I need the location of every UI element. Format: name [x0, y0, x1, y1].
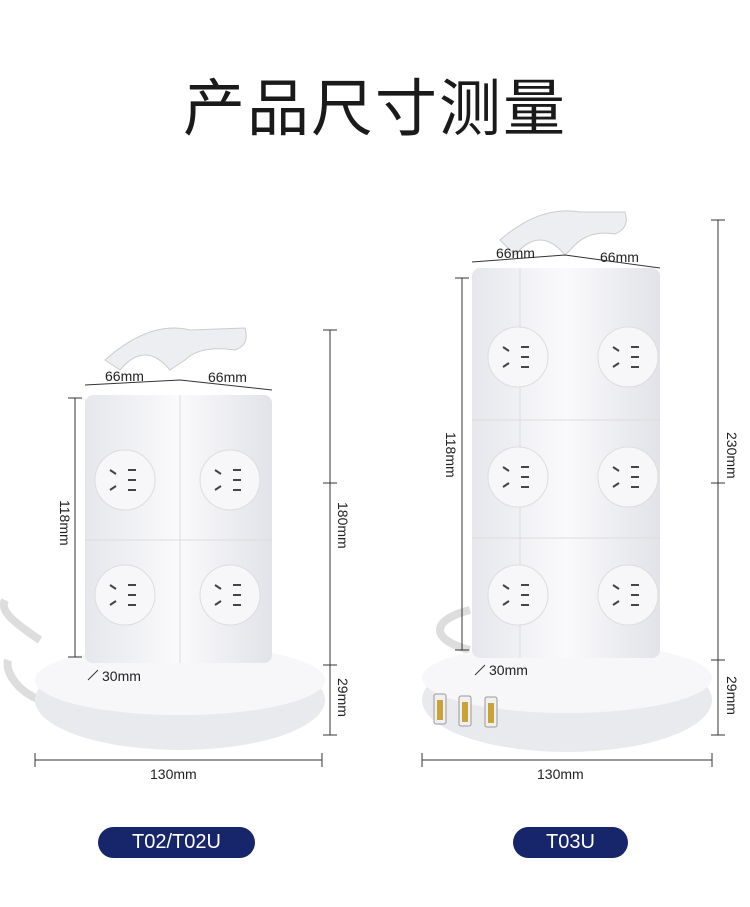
handle: [499, 210, 627, 256]
socket-height-label: 118mm: [443, 432, 459, 478]
base-height-label: 29mm: [335, 678, 351, 717]
dimension-lines: [34, 329, 337, 767]
offset-label: 30mm: [102, 668, 141, 684]
dimension-lines: [421, 219, 725, 767]
power-cord: [0, 598, 43, 704]
base-diameter-label: 130mm: [150, 766, 197, 782]
width-right-label: 66mm: [208, 369, 247, 385]
base-diameter-label: 130mm: [537, 766, 584, 782]
product-t03u: 66mm 66mm 118mm 230mm 29mm 30mm 130mm: [421, 210, 740, 782]
width-left-label: 66mm: [496, 245, 535, 261]
socket-height-label: 118mm: [57, 500, 73, 546]
outlets: [487, 326, 659, 626]
total-height-label: 230mm: [724, 432, 740, 479]
base-height-label: 29mm: [724, 676, 740, 715]
width-left-label: 66mm: [105, 368, 144, 384]
outlets: [94, 449, 261, 626]
power-cord: [436, 606, 472, 654]
model-badge-t03u: T03U: [513, 827, 628, 858]
model-badge-t02: T02/T02U: [98, 827, 255, 858]
total-height-label: 180mm: [335, 502, 351, 549]
product-t02: 66mm 66mm 118mm 180mm 29mm 30mm 130mm: [0, 327, 351, 782]
handle: [104, 327, 247, 371]
offset-label: 30mm: [489, 662, 528, 678]
width-right-label: 66mm: [600, 249, 639, 265]
page-title: 产品尺寸测量: [182, 72, 567, 145]
